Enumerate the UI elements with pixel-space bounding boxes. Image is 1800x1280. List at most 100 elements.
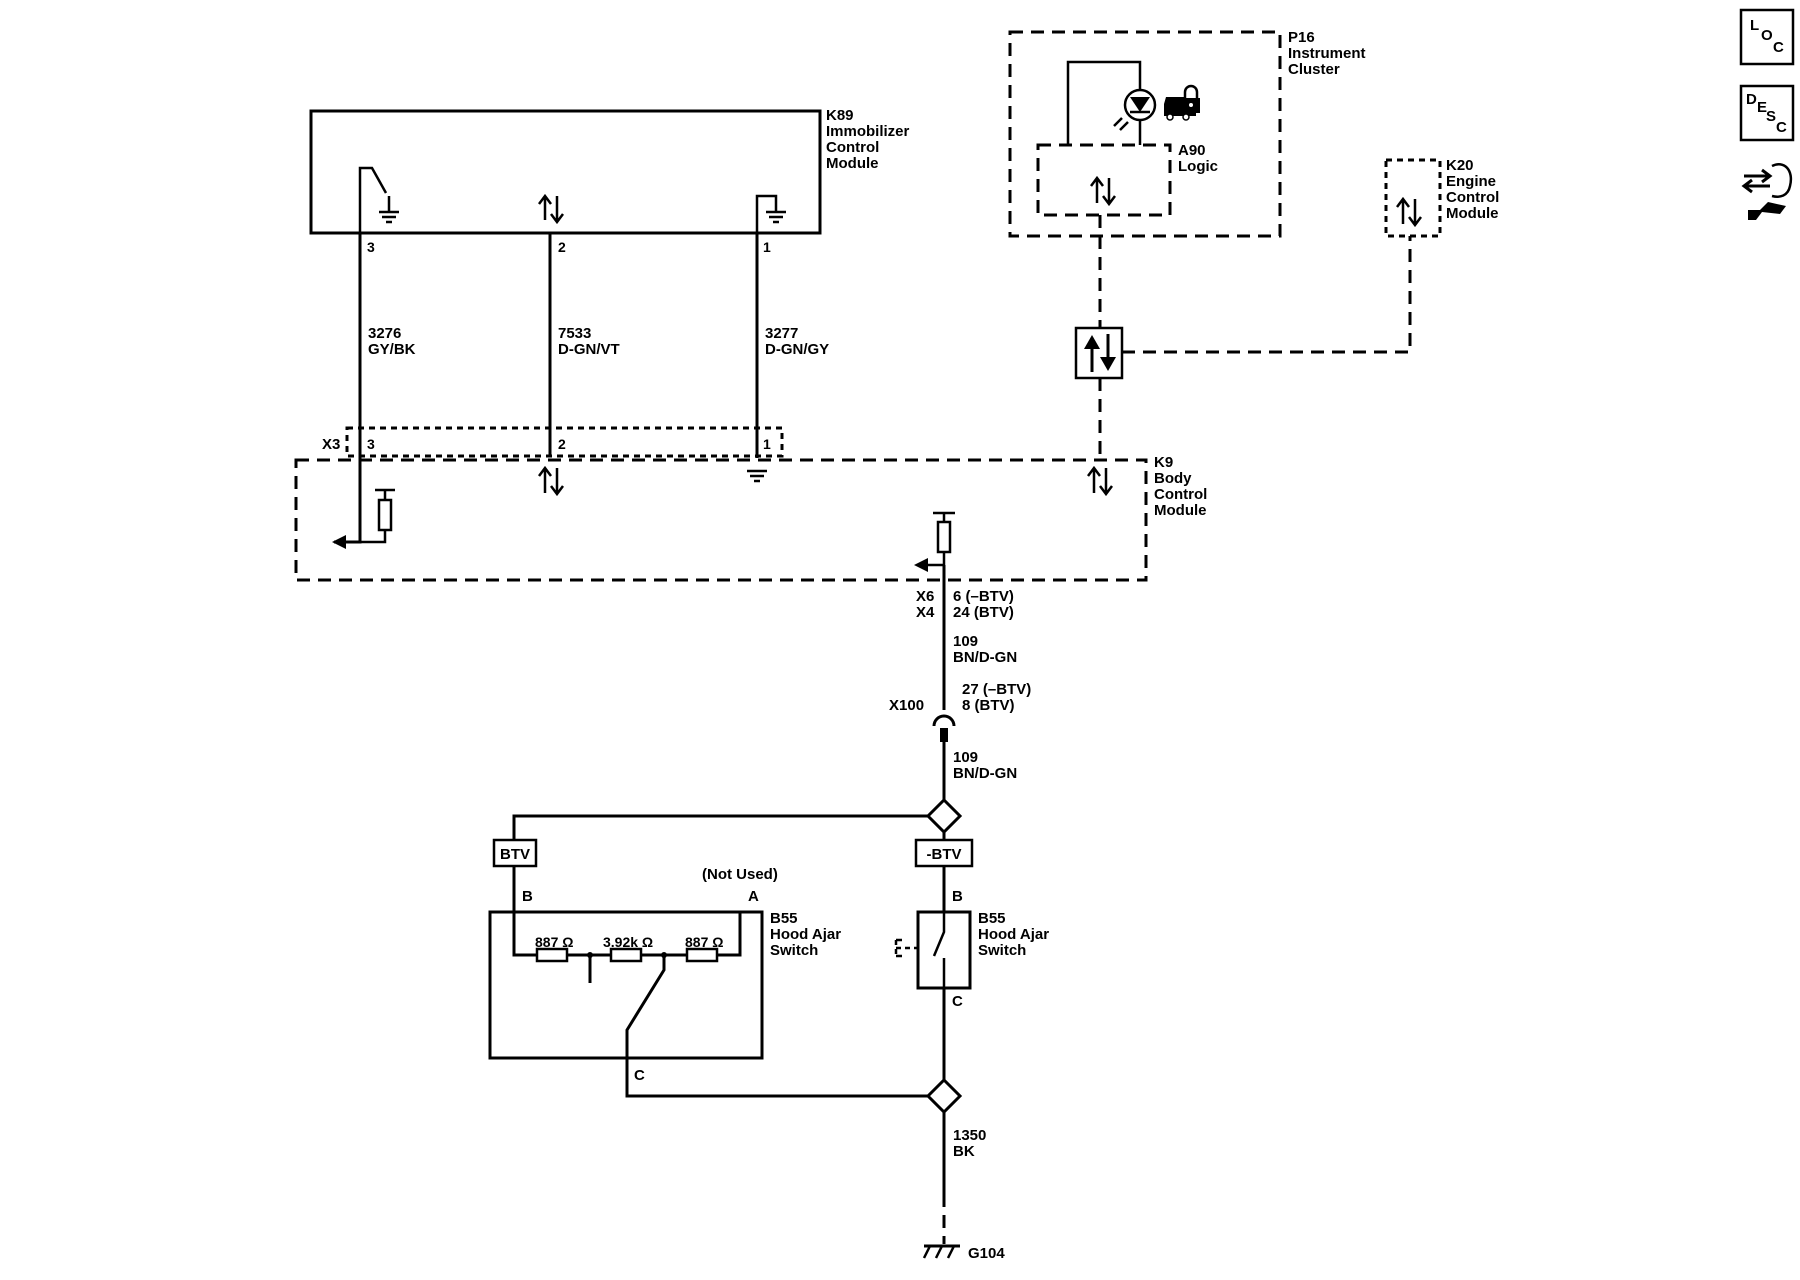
wire-1350-color: BK	[953, 1143, 975, 1160]
serial-data-splice[interactable]	[1074, 326, 1124, 380]
x100-name: X100	[889, 697, 924, 714]
b55-btv-name-1: Hood Ajar	[770, 926, 841, 943]
b55-btv-pin-c: C	[634, 1067, 645, 1084]
wire-1350-circuit: 1350	[953, 1127, 986, 1144]
desc-icon[interactable]: D E S C	[1739, 84, 1795, 142]
k89-pin-3: 3	[367, 239, 375, 255]
a90-logic[interactable]: A90 Logic	[1036, 142, 1218, 217]
desc-d: D	[1746, 91, 1757, 108]
wire-109-upper-circuit: 109	[953, 633, 978, 650]
b55-btv-name-2: Switch	[770, 942, 818, 959]
k89-serial-data-icon	[538, 193, 564, 225]
serial-data-bus[interactable]	[1098, 215, 1412, 460]
wire-3277[interactable]: 3277 D-GN/GY	[755, 233, 829, 458]
b55-minus-ref: B55	[978, 910, 1006, 927]
x100-connector[interactable]: 27 (–BTV) 8 (BTV) X100	[889, 681, 1031, 742]
k9-name-1: Body	[1154, 470, 1192, 487]
p16-name-1: Instrument	[1288, 45, 1366, 62]
loc-l: L	[1750, 17, 1759, 34]
x3-pin-1: 1	[763, 436, 771, 452]
x3-connector[interactable]: X3 3 2 1	[322, 426, 784, 458]
k89-module[interactable]: K89 Immobilizer Control Module 3 2 1	[309, 107, 910, 255]
k20-name-1: Engine	[1446, 173, 1496, 190]
k20-module[interactable]: K20 Engine Control Module	[1384, 157, 1499, 238]
option-splice-bottom[interactable]	[925, 1077, 963, 1115]
k20-name-3: Module	[1446, 205, 1499, 222]
desc-c: C	[1776, 119, 1787, 136]
b55-btv-pin-b: B	[522, 888, 533, 905]
b55-btv-ref: B55	[770, 910, 798, 927]
k89-name-2: Control	[826, 139, 879, 156]
wire-7533[interactable]: 7533 D-GN/VT	[548, 233, 620, 455]
x100-pin-minus: 27 (–BTV)	[962, 681, 1031, 698]
loc-c: C	[1773, 39, 1784, 56]
wire-109-upper-color: BN/D-GN	[953, 649, 1017, 666]
desc-e: E	[1757, 99, 1767, 116]
hood-switch-contact-icon	[894, 912, 946, 988]
wire-109-lower-color: BN/D-GN	[953, 765, 1017, 782]
minus-btv-tag[interactable]: -BTV	[914, 838, 974, 868]
k9-ground-icon	[747, 469, 767, 483]
wire-109-lower[interactable]: 109 BN/D-GN	[942, 742, 1017, 800]
resistor-3-value: 887 Ω	[685, 934, 723, 950]
x6-pin: 6 (–BTV)	[953, 588, 1014, 605]
connector-tool-icon[interactable]	[1741, 163, 1793, 220]
b55-btv-switch[interactable]: B A (Not Used) B55 Hood Ajar Switch 887 …	[488, 866, 928, 1098]
k9-serial-data-icon-2	[1087, 465, 1113, 497]
b55-minus-name-2: Switch	[978, 942, 1026, 959]
k89-pin-1: 1	[763, 239, 771, 255]
x3-pin-2: 2	[558, 436, 566, 452]
a90-serial-data-icon	[1090, 175, 1116, 207]
ground-g104[interactable]: G104	[922, 1244, 1005, 1262]
k89-pin-2: 2	[558, 239, 566, 255]
resistor-1-value: 887 Ω	[535, 934, 573, 950]
wire-7533-circuit: 7533	[558, 325, 591, 342]
btv-tag-label: BTV	[500, 846, 530, 863]
k9-hood-input-pullup-icon	[914, 511, 955, 572]
desc-s: S	[1766, 108, 1776, 125]
loc-o: O	[1761, 27, 1773, 44]
ground-name: G104	[968, 1245, 1005, 1262]
x4-pin: 24 (BTV)	[953, 604, 1014, 621]
x6-x4-connector[interactable]: X6 6 (–BTV) X4 24 (BTV)	[916, 588, 1014, 621]
b55-minus-btv-switch[interactable]: B B55 Hood Ajar Switch C	[894, 866, 1049, 1080]
chassis-ground-icon	[922, 1244, 960, 1259]
resistor-2-value: 3.92k Ω	[603, 934, 653, 950]
b55-minus-pin-c: C	[952, 993, 963, 1010]
k9-input-pullup-icon	[332, 488, 395, 549]
x100-pin-btv: 8 (BTV)	[962, 697, 1015, 714]
k89-name-3: Module	[826, 155, 879, 172]
wire-3277-circuit: 3277	[765, 325, 798, 342]
k89-name-1: Immobilizer	[826, 123, 910, 140]
p16-module[interactable]: P16 Instrument Cluster	[1008, 29, 1366, 238]
p16-ref: P16	[1288, 29, 1315, 46]
wire-1350[interactable]: 1350 BK	[942, 1112, 986, 1244]
wire-109-upper[interactable]: 109 BN/D-GN	[942, 565, 1017, 710]
b55-btv-not-used: (Not Used)	[702, 866, 778, 883]
k20-name-2: Control	[1446, 189, 1499, 206]
inline-connector-icon	[932, 714, 956, 742]
vehicle-lock-symbol-icon	[1164, 84, 1200, 121]
btv-tag[interactable]: BTV	[492, 838, 538, 868]
wire-3276[interactable]: 3276 GY/BK	[334, 233, 416, 544]
wire-3276-circuit: 3276	[368, 325, 401, 342]
k89-switch-ground-icon	[358, 166, 399, 233]
p16-name-2: Cluster	[1288, 61, 1340, 78]
x6-name: X6	[916, 588, 934, 605]
loc-icon[interactable]: L O C	[1739, 8, 1795, 66]
b55-minus-pin-b: B	[952, 888, 963, 905]
wire-3276-color: GY/BK	[368, 341, 416, 358]
x3-pin-3: 3	[367, 436, 375, 452]
x3-name: X3	[322, 436, 340, 453]
k20-serial-data-icon	[1396, 196, 1422, 228]
option-splice-top[interactable]	[512, 797, 963, 840]
k9-name-2: Control	[1154, 486, 1207, 503]
k9-ref: K9	[1154, 454, 1173, 471]
wire-109-lower-circuit: 109	[953, 749, 978, 766]
k20-ref: K20	[1446, 157, 1474, 174]
security-indicator-led-icon	[1113, 88, 1157, 131]
k9-name-3: Module	[1154, 502, 1207, 519]
k9-module[interactable]: K9 Body Control Module	[294, 454, 1207, 582]
a90-name: Logic	[1178, 158, 1218, 175]
